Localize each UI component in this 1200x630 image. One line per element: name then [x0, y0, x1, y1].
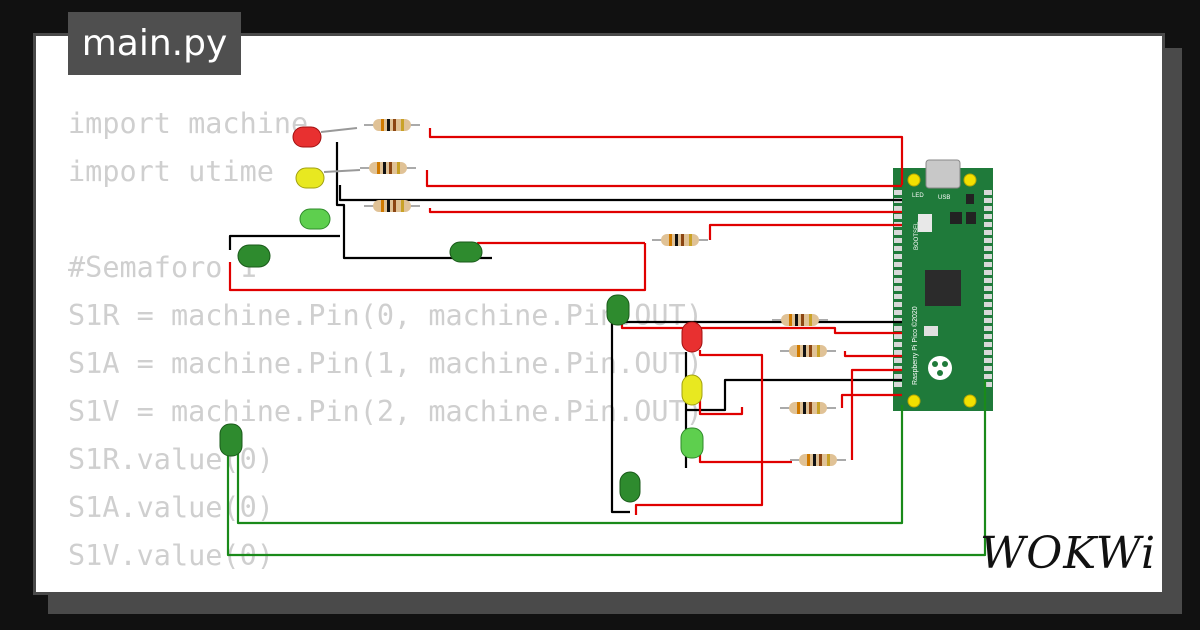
board-chip-small — [966, 194, 974, 204]
raspberry-logo-dot — [932, 361, 938, 367]
led-green-dark[interactable] — [619, 471, 641, 503]
mount-hole — [963, 394, 977, 408]
board-led-label: LED — [912, 193, 924, 199]
wire-red[interactable] — [620, 320, 902, 335]
bootsel-button[interactable] — [918, 214, 932, 232]
wire-red[interactable] — [708, 223, 902, 240]
code-line: import utime — [68, 155, 274, 188]
resistor[interactable] — [789, 453, 847, 467]
wire-black[interactable] — [610, 322, 630, 514]
usb-connector — [925, 159, 961, 189]
raspberry-logo-icon — [928, 356, 952, 380]
wire-red[interactable] — [425, 170, 902, 188]
led-green-dark[interactable] — [606, 294, 630, 326]
wire-black[interactable] — [228, 234, 340, 250]
wire-black[interactable] — [338, 185, 902, 202]
led-red[interactable] — [292, 126, 358, 148]
wire-green[interactable] — [226, 380, 987, 557]
wire-red[interactable] — [228, 243, 647, 292]
wire-green[interactable] — [236, 405, 904, 525]
right-pin-header — [984, 190, 992, 387]
resistor[interactable] — [363, 118, 421, 132]
filename-tab[interactable]: main.py — [68, 12, 241, 75]
raspberry-logo-dot — [942, 361, 948, 367]
mount-hole — [907, 173, 921, 187]
led-red[interactable] — [681, 321, 703, 353]
board-usb-label: USB — [938, 195, 950, 201]
resistor[interactable] — [359, 161, 417, 175]
wire-red[interactable] — [840, 393, 902, 408]
led-green[interactable] — [299, 208, 331, 230]
wire-red[interactable] — [843, 351, 902, 358]
led-yellow[interactable] — [295, 167, 361, 189]
board-name-label: Raspberry Pi Pico ©2020 — [911, 306, 919, 385]
board-chip-small — [966, 212, 976, 224]
wire-red[interactable] — [428, 128, 904, 185]
led-yellow[interactable] — [681, 374, 703, 406]
code-line: S1A = machine.Pin(1, machine.Pin.OUT) — [68, 347, 703, 380]
code-line: S1R = machine.Pin(0, machine.Pin.OUT) — [68, 299, 703, 332]
wire-red[interactable] — [428, 208, 902, 214]
wire-red[interactable] — [850, 368, 902, 460]
mount-hole — [963, 173, 977, 187]
code-line: S1V = machine.Pin(2, machine.Pin.OUT) — [68, 395, 703, 428]
board-bootsel-label: BOOTSEL — [914, 221, 920, 250]
led-green-dark[interactable] — [219, 423, 243, 457]
wire-red[interactable] — [476, 241, 645, 248]
resistor[interactable] — [363, 199, 421, 213]
resistor[interactable] — [651, 233, 709, 247]
resistor[interactable] — [779, 401, 837, 415]
raspberry-logo-dot — [937, 370, 943, 376]
led-green[interactable] — [680, 427, 704, 459]
resistor[interactable] — [779, 344, 837, 358]
pico-board[interactable]: LED USB BOOTSEL Raspberry Pi Pico ©2020 — [893, 159, 993, 411]
code-line: import machine — [68, 107, 309, 140]
code-line: S1A.value(0) — [68, 491, 274, 524]
mount-hole — [907, 394, 921, 408]
wokwi-logo: WOKWi — [980, 528, 1157, 579]
wire-black[interactable] — [335, 142, 492, 260]
wire-red[interactable] — [698, 397, 744, 416]
wire-red[interactable] — [634, 350, 764, 515]
debug-header — [924, 326, 938, 336]
board-chip-small — [950, 212, 962, 224]
wire-black[interactable] — [686, 378, 902, 412]
wire-red[interactable] — [698, 452, 792, 464]
led-green-dark[interactable] — [237, 244, 271, 268]
resistor[interactable] — [771, 313, 829, 327]
rp2040-chip — [925, 270, 961, 306]
led-green-dark[interactable] — [449, 241, 483, 263]
